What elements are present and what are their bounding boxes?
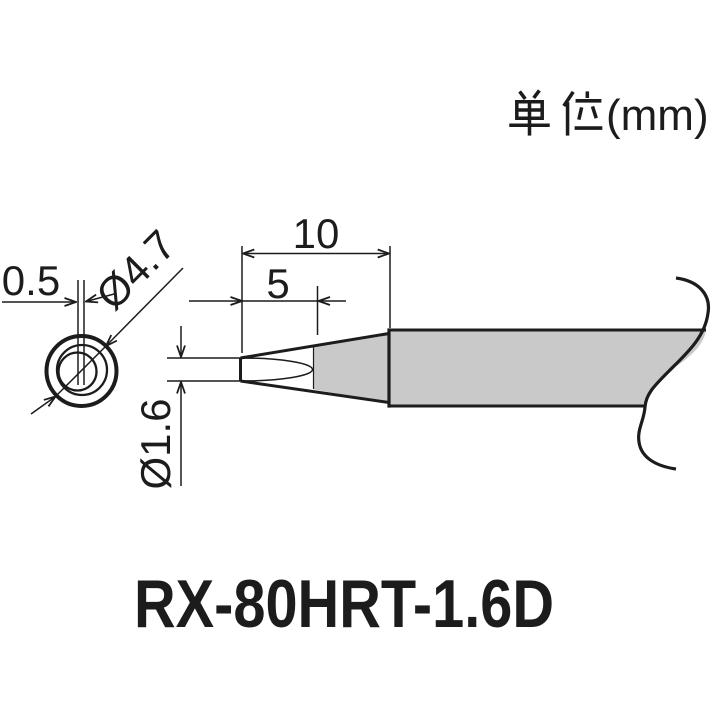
dim-label-tip-length: 10 xyxy=(293,210,340,257)
tip-cone-fill xyxy=(313,333,389,403)
units-kanji-i xyxy=(562,90,603,136)
kanji-i-stroke xyxy=(590,105,598,119)
dim-label-chisel-length: 5 xyxy=(266,260,289,307)
end-view-outer-circle xyxy=(44,334,119,408)
kanji-tan-stroke xyxy=(518,90,527,100)
diameter-leader-upper-arrow xyxy=(106,267,184,346)
side-view xyxy=(239,276,711,471)
diameter-chord-line xyxy=(54,344,108,398)
dim-label-sleeve-diameter: Ø4.7 xyxy=(87,221,185,319)
kanji-i-stroke xyxy=(562,90,575,107)
dim-arrow-0p5-right xyxy=(86,292,117,302)
units-kanji-tanni xyxy=(509,89,603,136)
units-note: (mm) xyxy=(509,89,709,140)
tip-taper-top-edge xyxy=(240,332,390,360)
end-view-inner-circle xyxy=(55,343,109,397)
diameter-leader-lower-arrow xyxy=(30,397,56,415)
tip-taper-bottom-edge xyxy=(240,379,390,404)
dim-label-chisel-edge-width: 0.5 xyxy=(2,257,60,304)
shaft-break-line xyxy=(637,276,711,471)
end-view xyxy=(30,267,184,415)
kanji-i-stroke xyxy=(577,106,584,121)
units-suffix-mm: (mm) xyxy=(606,91,709,140)
kanji-tan-stroke xyxy=(532,89,541,100)
chisel-flat-curve xyxy=(240,357,314,382)
shaft-body-fill xyxy=(389,330,706,406)
part-number: RX-80HRT-1.6D xyxy=(134,566,554,642)
kanji-tan-stroke xyxy=(515,99,544,120)
dim-label-tip-diameter: Ø1.6 xyxy=(132,398,179,489)
